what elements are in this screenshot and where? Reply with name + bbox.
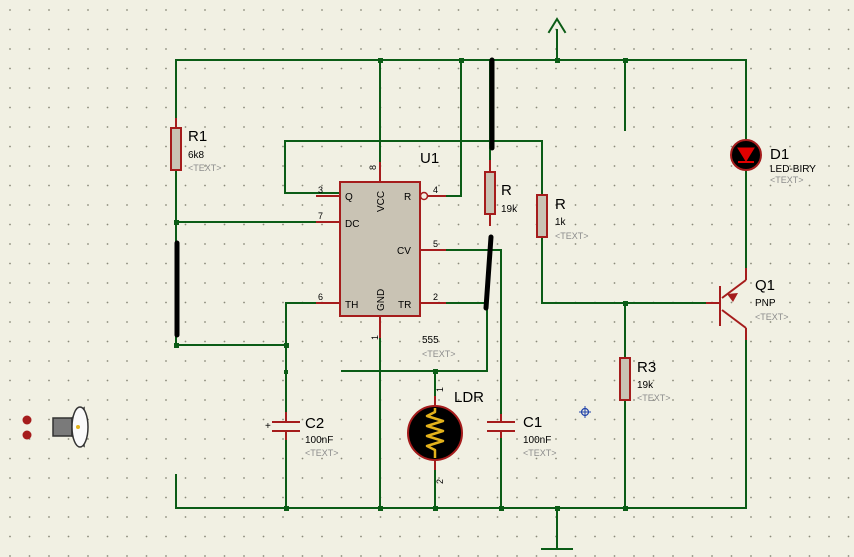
u1-pin-number: 3	[318, 185, 323, 195]
q1-value-label: PNP	[755, 298, 776, 309]
r3-resistor[interactable]: R3 19k <TEXT>	[619, 357, 671, 403]
c1-value-label: 100nF	[523, 435, 551, 446]
d1-led[interactable]: D1 LED-BIRY <TEXT>	[730, 139, 816, 185]
c1-ref-label: C1	[523, 414, 542, 431]
q1-pnp-transistor[interactable]: Q1 PNP <TEXT>	[706, 268, 789, 340]
r1-text-label: <TEXT>	[188, 163, 222, 173]
q1-text-label: <TEXT>	[755, 312, 789, 322]
ldr-pin-number: 2	[435, 479, 445, 484]
u1-pin-number: 7	[318, 211, 323, 221]
ldr-sensor[interactable]: 1 2 LDR	[407, 387, 484, 484]
u1-pin-number: 1	[370, 335, 380, 340]
u1-pin-tr-label: TR	[398, 300, 411, 311]
u1-555-timer[interactable]: Q DC TH R CV TR VCC GND 3 7 6 4 5 2 8 1 …	[316, 150, 456, 359]
q1-ref-label: Q1	[755, 277, 775, 294]
r-1k-text-label: <TEXT>	[555, 231, 589, 241]
c2-capacitor[interactable]: + C2 100nF <TEXT>	[265, 412, 339, 458]
u1-pin-r-label: R	[404, 192, 411, 203]
r1-ref-label: R1	[188, 128, 207, 145]
u1-text-label: <TEXT>	[422, 349, 456, 359]
u1-pin-number: 6	[318, 292, 323, 302]
u1-pin-cv-label: CV	[397, 246, 411, 257]
c2-text-label: <TEXT>	[305, 448, 339, 458]
c1-capacitor[interactable]: C1 100nF <TEXT>	[487, 414, 557, 458]
u1-ref-label: U1	[420, 150, 439, 167]
r-1k-value-label: 1k	[555, 217, 567, 228]
u1-pin-number: 2	[433, 292, 438, 302]
junctions	[174, 58, 628, 511]
r1-value-label: 6k8	[188, 150, 205, 161]
svg-text:+: +	[265, 421, 271, 432]
r-1k-resistor[interactable]: R 1k <TEXT>	[536, 194, 589, 241]
r-1k-ref-label: R	[555, 196, 566, 213]
ldr-ref-label: LDR	[454, 389, 484, 406]
u1-pin-dc-label: DC	[345, 219, 359, 230]
r-19k-value-label: 19k	[501, 204, 518, 215]
r3-value-label: 19k	[637, 380, 654, 391]
d1-text-label: <TEXT>	[770, 175, 804, 185]
u1-pin-vcc-label: VCC	[376, 191, 387, 212]
c1-text-label: <TEXT>	[523, 448, 557, 458]
c2-value-label: 100nF	[305, 435, 333, 446]
c2-ref-label: C2	[305, 415, 324, 432]
u1-pin-number: 4	[433, 185, 438, 195]
crosshair-icon	[579, 406, 591, 418]
d1-ref-label: D1	[770, 146, 789, 163]
speaker[interactable]	[22, 406, 89, 448]
wires	[175, 29, 747, 549]
u1-pin-q-label: Q	[345, 192, 353, 203]
u1-pin-number: 5	[433, 239, 438, 249]
r-19k-ref-label: R	[501, 182, 512, 199]
u1-pin-number: 8	[368, 165, 378, 170]
u1-pin-gnd-label: GND	[376, 289, 387, 311]
u1-value-label: 555	[422, 335, 439, 346]
power-terminal[interactable]	[547, 17, 567, 34]
r-19k-resistor[interactable]: R 19k	[484, 160, 518, 226]
r1-resistor[interactable]: R1 6k8 <TEXT>	[170, 118, 222, 173]
r3-ref-label: R3	[637, 359, 656, 376]
bus-lines	[174, 57, 495, 338]
u1-pin-th-label: TH	[345, 300, 358, 311]
d1-value-label: LED-BIRY	[770, 164, 816, 175]
r3-text-label: <TEXT>	[637, 393, 671, 403]
ldr-pin-number: 1	[435, 387, 445, 392]
